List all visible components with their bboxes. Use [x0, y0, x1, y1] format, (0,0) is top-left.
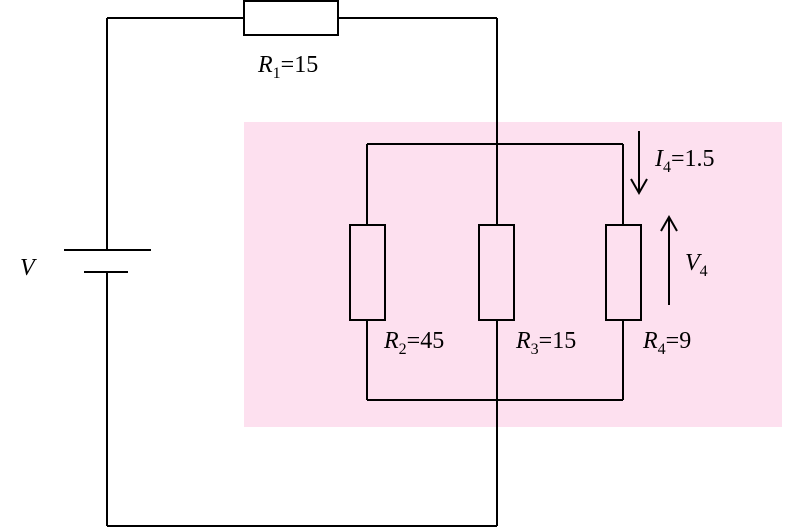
source-label: V: [20, 255, 37, 281]
parallel-network-wires: [366, 143, 624, 401]
current-arrow-i4: [630, 131, 648, 196]
voltage-arrow-v4: [660, 214, 678, 305]
i4-label: I4=1.5: [654, 146, 715, 176]
r4-label: R4=9: [642, 328, 691, 358]
resistor-r4: [605, 224, 642, 321]
r2-label: R2=45: [383, 328, 444, 358]
v4-label: V4: [685, 250, 708, 280]
battery-symbol: [64, 249, 151, 273]
r1-label: R1=15: [257, 52, 318, 82]
resistor-r3: [478, 224, 515, 321]
r3-label: R3=15: [515, 328, 576, 358]
resistor-r2: [349, 224, 386, 321]
resistor-r1: [243, 0, 339, 36]
